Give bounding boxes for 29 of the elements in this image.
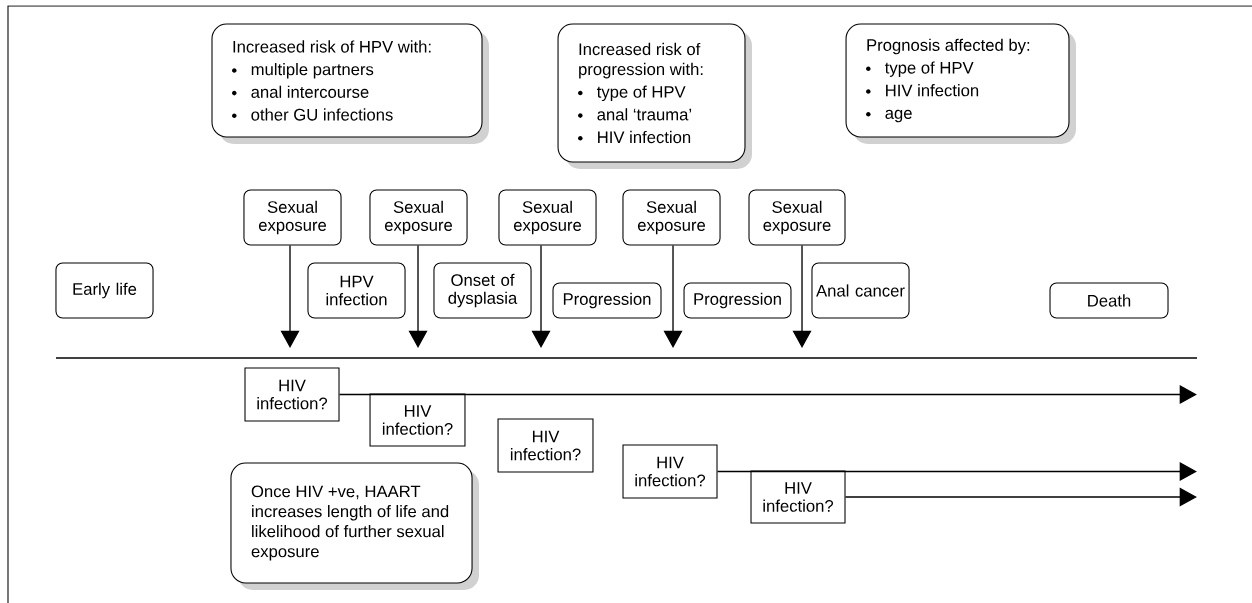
arrow	[663, 244, 683, 348]
risk-factor-box: Increased risk of progression with: type of HPV anal ‘trauma’ HIV infection	[557, 23, 752, 169]
question-box: HIV infection?	[750, 470, 846, 524]
stage-box: Early life	[55, 262, 154, 319]
stage-box: Progression	[552, 282, 662, 319]
event-box: Sexual exposure	[243, 189, 342, 246]
arrow	[280, 244, 300, 348]
question-box: HIV infection?	[244, 367, 340, 422]
risk-factor-box: Increased risk of HPV with: multiple partners anal intercourse other GU infections	[211, 23, 489, 144]
event-box: Sexual exposure	[748, 189, 846, 246]
question-box: HIV infection?	[369, 393, 466, 447]
arrow	[531, 244, 551, 348]
stage-box: HPV infection	[307, 262, 406, 319]
risk-factor-box: Prognosis affected by: type of HPV HIV infection age	[845, 23, 1076, 144]
question-box: HIV infection?	[497, 418, 594, 473]
stage-box: Anal cancer	[811, 262, 910, 319]
event-box: Sexual exposure	[622, 189, 721, 246]
event-box: Sexual exposure	[498, 189, 597, 246]
stage-box: Progression	[683, 282, 792, 319]
stage-box: Onset of dysplasia	[433, 262, 532, 319]
arrow	[792, 244, 812, 348]
arrow	[338, 385, 1197, 404]
arrow	[716, 462, 1197, 481]
event-box: Sexual exposure	[369, 189, 468, 246]
arrow	[844, 487, 1197, 507]
question-box: HIV infection?	[622, 444, 718, 499]
arrow	[408, 244, 428, 348]
note-box: Once HIV +ve, HAART increases length of life and likelihood of further sexual exposure	[230, 462, 479, 590]
stage-box: Death	[1049, 282, 1169, 319]
